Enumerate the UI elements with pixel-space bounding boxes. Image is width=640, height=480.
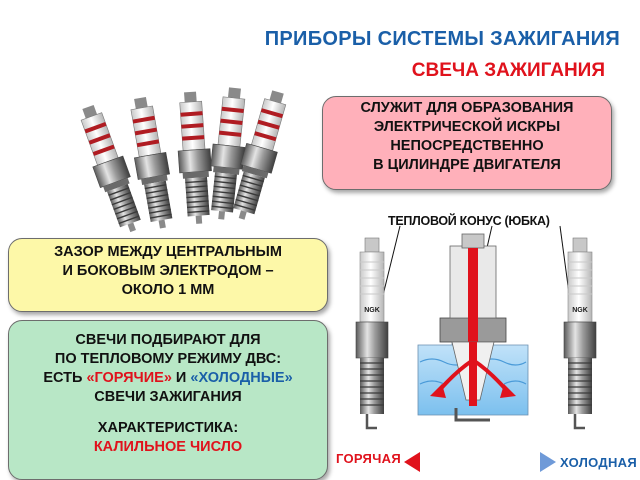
sectioned-spark-plug [417,233,529,422]
cold-plugs-word: «ХОЛОДНЫЕ» [190,370,293,386]
hot-plugs-word: «ГОРЯЧИЕ» [86,370,172,386]
center-electrode-icon [468,248,478,378]
purpose-line: В ЦИЛИНДРЕ ДВИГАТЕЛЯ [373,157,561,173]
hot-plug-label: ГОРЯЧАЯ [336,451,401,466]
spark-plug-photo [173,90,216,226]
selection-line: СВЕЧИ ПОДБИРАЮТ ДЛЯ [75,332,261,348]
arrow-right-icon [540,452,556,472]
purpose-line: СЛУЖИТ ДЛЯ ОБРАЗОВАНИЯ [360,100,574,116]
selection-line: ПО ТЕПЛОВОМУ РЕЖИМУ ДВС: [54,351,282,367]
selection-line: СВЕЧИ ЗАЖИГАНИЯ [94,389,242,405]
purpose-box: СЛУЖИТ ДЛЯ ОБРАЗОВАНИЯ ЭЛЕКТРИЧЕСКОЙ ИСК… [322,96,612,190]
brand-label: NGK [572,307,588,314]
heat-range-box: СВЕЧИ ПОДБИРАЮТ ДЛЯ ПО ТЕПЛОВОМУ РЕЖИМУ … [8,320,328,480]
center-electrode-tip-icon [469,342,477,406]
hot-spark-plug [354,236,390,430]
selection-prefix: ЕСТЬ [43,370,87,386]
heat-rating-label: КАЛИЛЬНОЕ ЧИСЛО [93,439,243,455]
purpose-line: ЭЛЕКТРИЧЕСКОЙ ИСКРЫ [373,119,561,135]
terminal-section-icon [461,233,485,249]
selection-and: И [171,370,191,386]
page-title: ПРИБОРЫ СИСТЕМЫ ЗАЖИГАНИЯ [264,28,620,50]
selection-line: ЕСТЬ «ГОРЯЧИЕ» И «ХОЛОДНЫЕ» [9,369,327,388]
purpose-line: НЕПОСРЕДСТВЕННО [390,138,544,154]
cold-plug-label: ХОЛОДНАЯ [560,455,637,470]
ground-electrode-icon [454,408,490,422]
heat-cone-label: ТЕПЛОВОЙ КОНУС (ЮБКА) [388,214,550,228]
electrode-gap-box: ЗАЗОР МЕЖДУ ЦЕНТРАЛЬНЫМ И БОКОВЫМ ЭЛЕКТР… [8,238,328,312]
arrow-head-icon [500,384,516,398]
water-ripple-icon [419,358,527,385]
page-subtitle: СВЕЧА ЗАЖИГАНИЯ [411,60,605,81]
arrow-head-icon [430,384,446,398]
gap-line: И БОКОВЫМ ЭЛЕКТРОДОМ – [62,263,274,279]
cold-spark-plug [562,236,598,430]
gap-line: ЗАЗОР МЕЖДУ ЦЕНТРАЛЬНЫМ [54,244,282,260]
brand-label: NGK [364,307,380,314]
arrow-left-icon [404,452,420,472]
gap-line: ОКОЛО 1 ММ [121,282,215,298]
characteristic-label: ХАРАКТЕРИСТИКА: [97,420,239,436]
